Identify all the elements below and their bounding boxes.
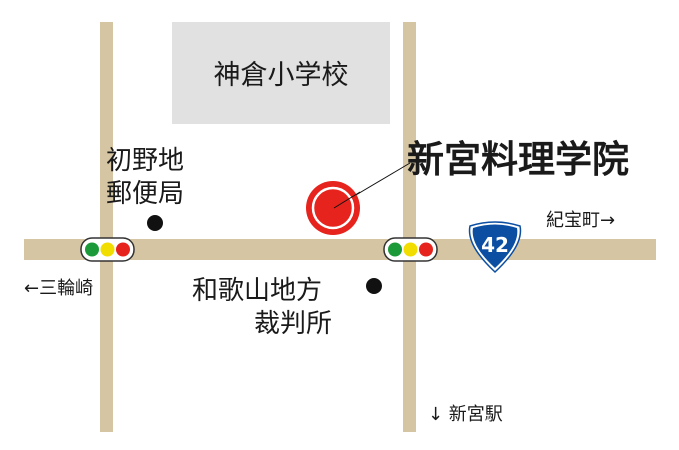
direction-kihou: 紀宝町→ (546, 210, 615, 231)
route-number: 42 (481, 233, 509, 257)
direction-miwasaki: ←三輪崎 (24, 278, 93, 299)
court-dot (366, 278, 382, 294)
court-label-1: 和歌山地方 (192, 276, 322, 306)
route-42-shield-icon: 42 (468, 221, 522, 274)
post-office-dot (147, 215, 163, 231)
destination-marker-icon[interactable] (306, 181, 360, 235)
post-office-label-2: 郵便局 (106, 179, 184, 209)
road-vertical-west (100, 22, 113, 432)
traffic-light-icon (80, 237, 135, 262)
school-label: 神倉小学校 (214, 60, 349, 91)
post-office-label-1: 初野地 (106, 146, 184, 176)
road-vertical-east (403, 22, 416, 432)
destination-label: 新宮料理学院 (407, 138, 629, 181)
court-label-2: 裁判所 (254, 309, 332, 339)
traffic-light-icon (383, 237, 438, 262)
direction-station: ↓ 新宮駅 (428, 404, 503, 425)
school-area (172, 22, 390, 124)
